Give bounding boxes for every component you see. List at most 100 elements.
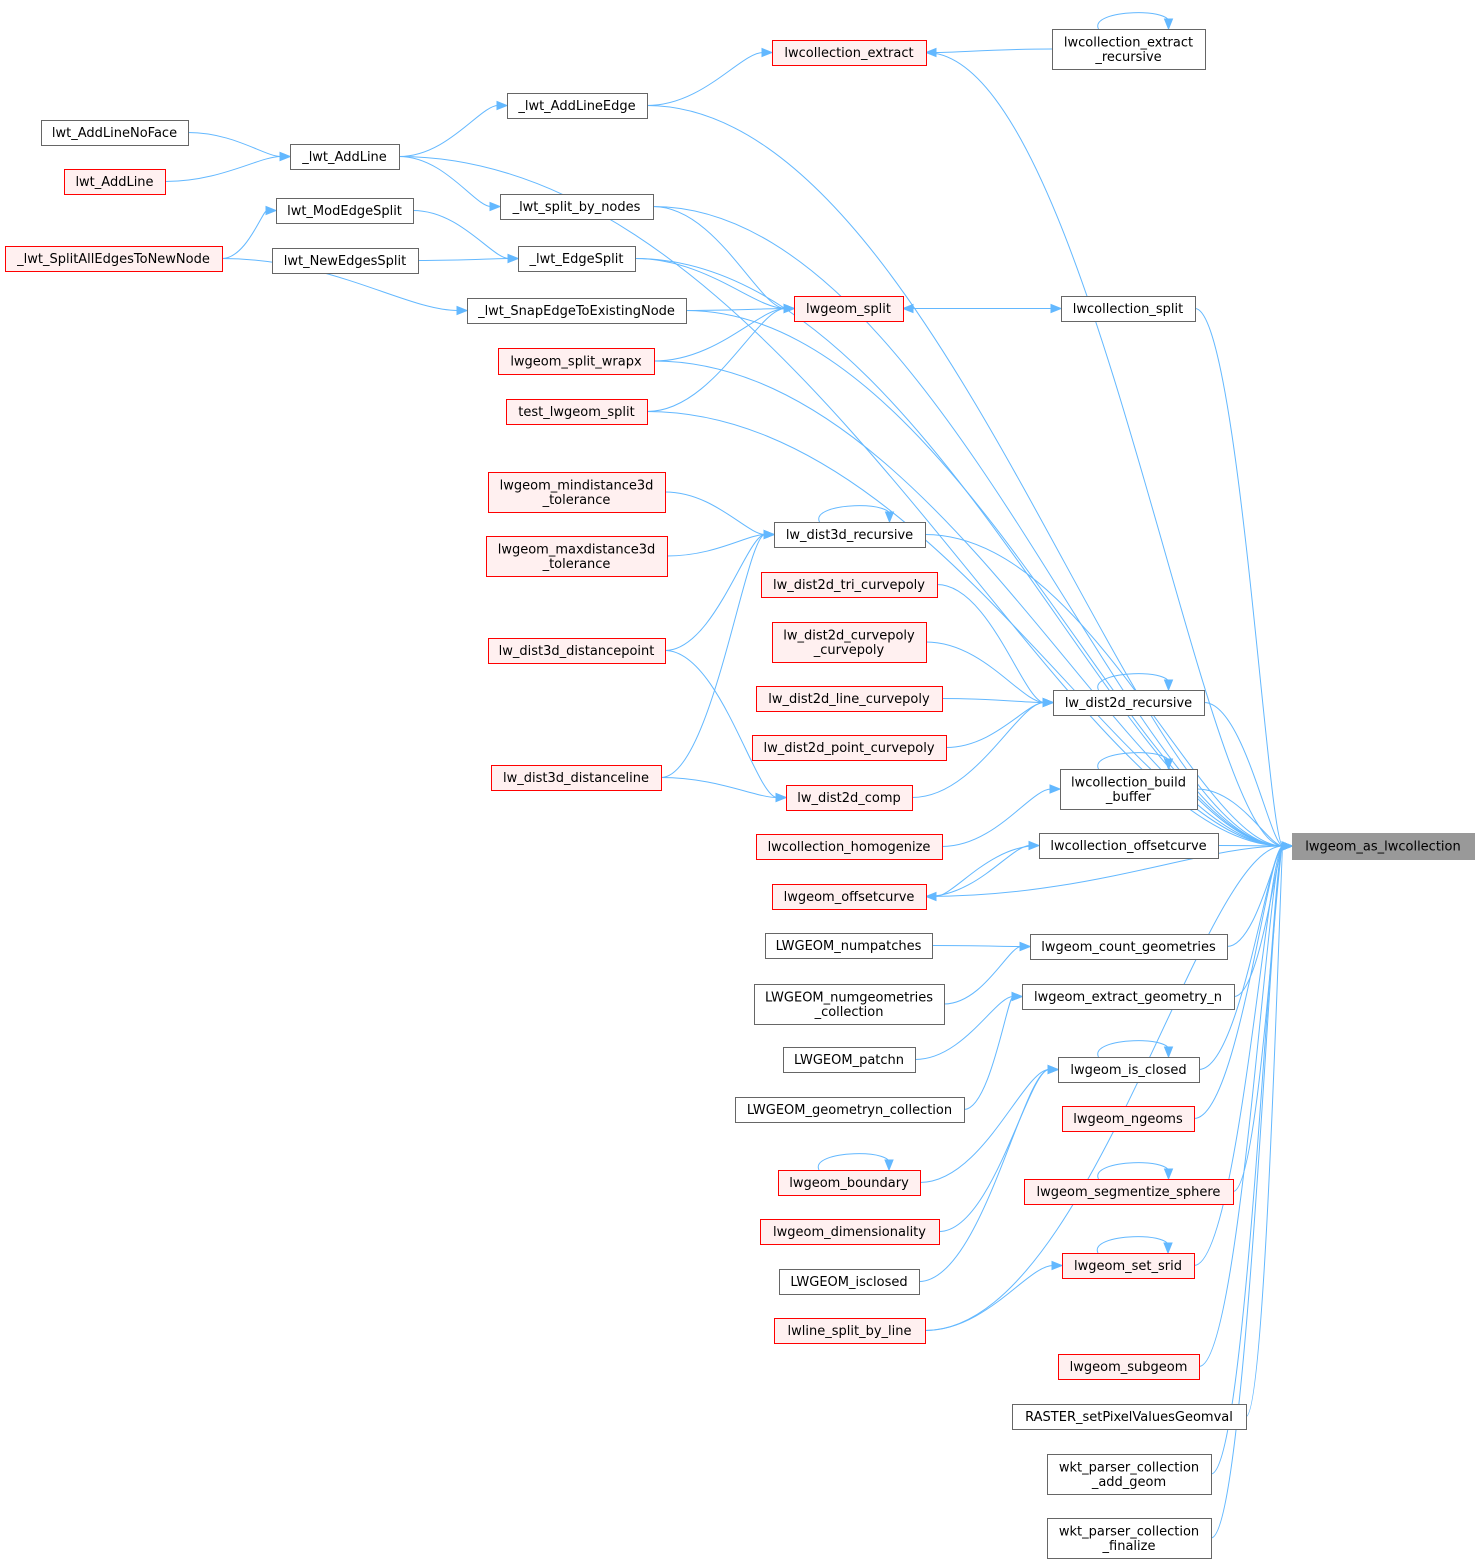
graph-node[interactable]: lw_dist2d_comp: [786, 785, 913, 811]
graph-node[interactable]: lw_dist3d_recursive: [774, 522, 926, 548]
graph-node[interactable]: lwcollection_split: [1061, 296, 1196, 322]
graph-node[interactable]: lwline_split_by_line: [774, 1318, 926, 1344]
graph-node[interactable]: lwcollection_build_buffer: [1060, 769, 1198, 810]
edge-line: [646, 308, 786, 412]
edge-line: [664, 534, 766, 651]
edge-arrowhead: [496, 100, 509, 111]
node-box: [1060, 769, 1198, 810]
graph-node[interactable]: _lwt_split_by_nodes: [500, 194, 654, 220]
graph-node[interactable]: lwgeom_ngeoms: [1062, 1106, 1195, 1132]
graph-node[interactable]: wkt_parser_collection_add_geom: [1047, 1454, 1212, 1495]
edge-line: [1097, 673, 1170, 691]
nodes-layer: lwgeom_as_lwcollection lwcollection_extra…: [5, 29, 1475, 1559]
graph-node[interactable]: lwgeom_as_lwcollection: [1292, 833, 1475, 860]
graph-node[interactable]: RASTER_setPixelValuesGeomval: [1012, 1404, 1247, 1430]
graph-node[interactable]: _lwt_EdgeSplit: [518, 246, 636, 272]
graph-edge: [1203, 702, 1294, 851]
edge-line: [914, 996, 1014, 1060]
graph-node[interactable]: lw_dist2d_recursive: [1053, 690, 1205, 716]
graph-edge: [164, 151, 292, 182]
edge-arrowhead: [884, 1159, 894, 1172]
edge-arrowhead: [1019, 941, 1032, 952]
node-label: lwgeom_is_closed: [1070, 1063, 1186, 1078]
node-box: [5, 246, 223, 272]
edge-line: [1203, 702, 1284, 847]
graph-node[interactable]: lwgeom_extract_geometry_n: [1022, 984, 1235, 1010]
node-box: [774, 1318, 926, 1344]
node-label: LWGEOM_geometryn_collection: [747, 1103, 952, 1118]
edge-line: [660, 777, 778, 798]
graph-edge: [924, 47, 1053, 58]
node-label: lwt_NewEdgesSplit: [284, 254, 407, 269]
node-box: [772, 884, 927, 910]
graph-node[interactable]: lwgeom_subgeom: [1058, 1354, 1200, 1380]
edge-line: [943, 946, 1022, 1005]
node-box: [779, 1269, 920, 1295]
node-label: lwt_AddLineNoFace: [52, 126, 177, 141]
graph-node[interactable]: _lwt_AddLineEdge: [507, 93, 648, 119]
graph-node[interactable]: LWGEOM_patchn: [783, 1047, 916, 1073]
graph-node[interactable]: lw_dist3d_distanceline: [491, 765, 662, 791]
graph-node[interactable]: lwgeom_count_geometries: [1030, 934, 1228, 960]
edge-line: [1226, 845, 1284, 947]
graph-node[interactable]: lwgeom_mindistance3d_tolerance: [488, 472, 666, 513]
graph-edge: [918, 1064, 1060, 1282]
node-box: [1052, 29, 1206, 70]
graph-node[interactable]: lwcollection_homogenize: [756, 834, 943, 860]
graph-node[interactable]: _lwt_AddLine: [290, 144, 400, 170]
node-label: wkt_parser_collection: [1059, 1524, 1199, 1539]
graph-node[interactable]: lwgeom_set_srid: [1062, 1253, 1195, 1279]
graph-node[interactable]: lwt_AddLineNoFace: [41, 120, 189, 146]
node-label: _lwt_SplitAllEdgesToNewNode: [16, 252, 210, 267]
node-box: [756, 686, 943, 712]
node-label: lwgeom_ngeoms: [1073, 1112, 1183, 1127]
graph-node[interactable]: lwgeom_is_closed: [1058, 1057, 1200, 1083]
graph-node[interactable]: wkt_parser_collection_finalize: [1047, 1518, 1212, 1559]
edge-arrowhead: [279, 151, 292, 162]
node-box: [498, 348, 655, 375]
graph-node[interactable]: _lwt_SnapEdgeToExistingNode: [467, 298, 687, 324]
graph-node[interactable]: LWGEOM_geometryn_collection: [735, 1097, 965, 1123]
graph-node[interactable]: lw_dist2d_tri_curvepoly: [761, 572, 938, 598]
graph-node[interactable]: lwt_NewEdgesSplit: [272, 248, 419, 274]
edge-line: [685, 308, 786, 311]
graph-node[interactable]: lwgeom_split: [794, 296, 904, 322]
node-label: lwgeom_extract_geometry_n: [1034, 990, 1222, 1005]
graph-node[interactable]: test_lwgeom_split: [506, 399, 648, 425]
graph-node[interactable]: LWGEOM_numpatches: [765, 933, 933, 959]
edge-line: [818, 505, 891, 523]
graph-node[interactable]: lwgeom_split_wrapx: [498, 348, 655, 375]
node-label: lwcollection_homogenize: [768, 840, 931, 855]
graph-node[interactable]: lwgeom_offsetcurve: [772, 884, 927, 910]
graph-node[interactable]: lwcollection_extract_recursive: [1052, 29, 1206, 70]
edge-arrowhead: [489, 201, 502, 212]
graph-node[interactable]: lwcollection_offsetcurve: [1039, 833, 1219, 859]
graph-node[interactable]: lw_dist2d_line_curvepoly: [756, 686, 943, 712]
graph-node[interactable]: lwgeom_boundary: [778, 1170, 921, 1196]
graph-node[interactable]: LWGEOM_numgeometries_collection: [754, 984, 945, 1025]
graph-edge: [646, 105, 1294, 851]
node-box: [1030, 934, 1228, 960]
edge-line: [925, 845, 1031, 897]
graph-node[interactable]: LWGEOM_isclosed: [779, 1269, 920, 1295]
graph-node[interactable]: lwgeom_segmentize_sphere: [1024, 1179, 1234, 1205]
graph-edge: [1194, 308, 1294, 851]
graph-node[interactable]: lwgeom_dimensionality: [760, 1219, 940, 1245]
edge-line: [941, 698, 1045, 703]
graph-edge: [398, 100, 509, 157]
edge-line: [931, 945, 1022, 947]
node-box: [500, 194, 654, 220]
graph-node[interactable]: lw_dist2d_point_curvepoly: [752, 735, 947, 761]
graph-node[interactable]: lw_dist2d_curvepoly_curvepoly: [772, 622, 927, 663]
node-label: LWGEOM_isclosed: [790, 1275, 907, 1290]
edge-arrowhead: [1281, 841, 1294, 851]
graph-node[interactable]: lwgeom_maxdistance3d_tolerance: [486, 536, 668, 577]
graph-node[interactable]: _lwt_SplitAllEdgesToNewNode: [5, 246, 223, 272]
edge-line: [1198, 845, 1284, 1367]
graph-node[interactable]: lw_dist3d_distancepoint: [488, 638, 666, 664]
graph-node[interactable]: lwcollection_extract: [772, 40, 927, 66]
graph-node[interactable]: lwt_ModEdgeSplit: [276, 198, 414, 224]
graph-edge: [398, 156, 502, 212]
edge-line: [924, 1265, 1054, 1331]
graph-node[interactable]: lwt_AddLine: [64, 169, 166, 195]
